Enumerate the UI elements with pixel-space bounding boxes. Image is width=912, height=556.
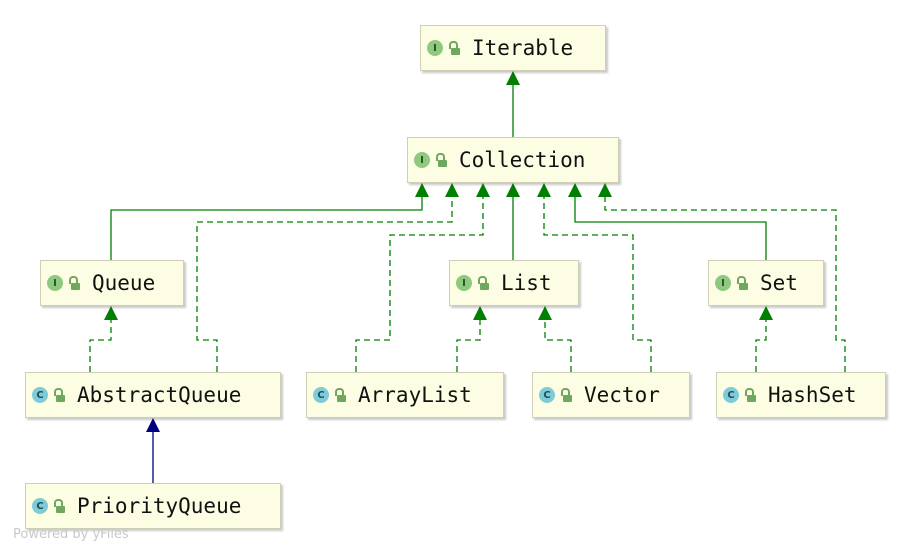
edge-hashset-collection-arrowhead (598, 183, 612, 197)
edge-list-collection-arrowhead (506, 183, 520, 197)
edge-abstractqueue-collection-arrowhead (445, 183, 459, 197)
class-icon: C (32, 498, 48, 514)
node-abstract-queue[interactable]: C AbstractQueue (25, 372, 281, 418)
node-label: List (501, 271, 552, 295)
lock-icon (68, 276, 80, 290)
node-array-list[interactable]: C ArrayList (306, 372, 504, 418)
node-label: Collection (459, 148, 586, 172)
edge-hashset-set (755, 320, 767, 372)
edge-arraylist-collection-arrowhead (476, 183, 490, 197)
lock-icon (53, 388, 65, 402)
node-label: HashSet (768, 383, 857, 407)
edge-priorityqueue-abstractqueue-arrowhead (146, 418, 160, 432)
edge-hashset-collection (604, 197, 846, 372)
edge-vector-collection-arrowhead (537, 183, 551, 197)
node-collection[interactable]: I Collection (407, 137, 619, 183)
node-set[interactable]: I Set (708, 260, 824, 306)
lock-icon (334, 388, 346, 402)
class-icon: C (313, 387, 329, 403)
edge-abstractqueue-queue (89, 320, 112, 372)
edge-arraylist-list-arrowhead (473, 306, 487, 320)
interface-icon: I (427, 40, 443, 56)
edge-collection-iterable-arrowhead (506, 71, 520, 85)
edge-set-collection (574, 197, 767, 260)
class-icon: C (32, 387, 48, 403)
lock-icon (736, 276, 748, 290)
lock-icon (560, 388, 572, 402)
lock-icon (448, 41, 460, 55)
edge-abstractqueue-queue-arrowhead (104, 306, 118, 320)
node-label: Vector (584, 383, 660, 407)
node-queue[interactable]: I Queue (40, 260, 184, 306)
interface-icon: I (715, 275, 731, 291)
watermark: Powered by yFiles (13, 527, 129, 542)
node-list[interactable]: I List (449, 260, 579, 306)
class-icon: C (539, 387, 555, 403)
node-vector[interactable]: C Vector (532, 372, 690, 418)
edge-arraylist-collection (355, 197, 484, 372)
node-iterable[interactable]: I Iterable (420, 25, 606, 71)
edge-set-collection-arrowhead (568, 183, 582, 197)
interface-icon: I (414, 152, 430, 168)
lock-icon (477, 276, 489, 290)
edge-arraylist-list (456, 320, 481, 372)
lock-icon (435, 153, 447, 167)
class-icon: C (723, 387, 739, 403)
edge-vector-list (544, 320, 572, 372)
node-label: Queue (92, 271, 156, 295)
node-hash-set[interactable]: C HashSet (716, 372, 886, 418)
interface-icon: I (456, 275, 472, 291)
interface-icon: I (47, 275, 63, 291)
node-label: Set (760, 271, 798, 295)
edge-vector-list-arrowhead (538, 306, 552, 320)
node-label: ArrayList (358, 383, 472, 407)
node-priority-queue[interactable]: C PriorityQueue (25, 483, 281, 529)
lock-icon (744, 388, 756, 402)
node-label: AbstractQueue (77, 383, 242, 407)
edge-queue-collection (110, 197, 423, 260)
edge-hashset-set-arrowhead (759, 306, 773, 320)
edge-abstractqueue-collection (196, 197, 453, 372)
edge-vector-collection (543, 197, 652, 372)
node-label: Iterable (472, 36, 574, 60)
edge-queue-collection-arrowhead (415, 183, 429, 197)
node-label: PriorityQueue (77, 494, 242, 518)
lock-icon (53, 499, 65, 513)
